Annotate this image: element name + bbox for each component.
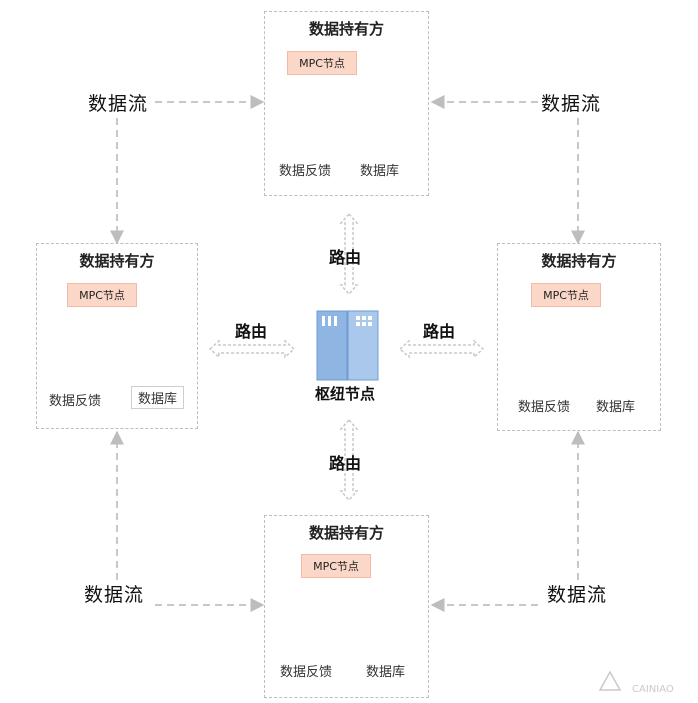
route-arrow-left <box>208 339 296 359</box>
data-flow-label-top-right: 数据流 <box>541 93 602 115</box>
data-feedback-label: 数据反馈 <box>279 164 332 179</box>
route-label-bottom: 路由 <box>329 454 362 473</box>
mpc-node-box: MPC节点 <box>301 554 371 578</box>
route-label-right: 路由 <box>423 322 456 341</box>
data-flow-label-bottom-left: 数据流 <box>84 584 145 606</box>
node-title: 数据持有方 <box>541 252 617 270</box>
route-arrow-bottom <box>339 418 359 502</box>
database-label: 数据库 <box>131 386 185 409</box>
data-feedback-label: 数据反馈 <box>49 394 102 409</box>
hub-node-label: 枢纽节点 <box>315 385 376 403</box>
data-holder-node-bottom: 数据持有方 MPC节点 数据反馈 数据库 <box>264 515 429 698</box>
route-arrow-top <box>339 212 359 296</box>
route-label-left: 路由 <box>235 322 268 341</box>
data-feedback-label: 数据反馈 <box>518 400 571 415</box>
route-label-top: 路由 <box>329 248 362 267</box>
data-flow-label-bottom-right: 数据流 <box>547 584 608 606</box>
route-arrow-right <box>398 339 485 359</box>
server-icon <box>316 310 379 381</box>
data-holder-node-top: 数据持有方 MPC节点 数据反馈 数据库 <box>264 11 429 196</box>
data-flow-label-top-left: 数据流 <box>88 93 149 115</box>
mpc-node-box: MPC节点 <box>531 283 601 307</box>
mpc-node-box: MPC节点 <box>67 283 137 307</box>
node-title: 数据持有方 <box>79 252 155 270</box>
node-title: 数据持有方 <box>308 20 384 38</box>
database-label: 数据库 <box>360 164 400 179</box>
data-holder-node-left: 数据持有方 MPC节点 数据反馈 数据库 <box>36 243 198 429</box>
node-title: 数据持有方 <box>308 524 384 542</box>
data-feedback-label: 数据反馈 <box>280 665 333 680</box>
data-holder-node-right: 数据持有方 MPC节点 数据反馈 数据库 <box>497 243 661 431</box>
watermark-text: CAINIAO <box>632 684 674 695</box>
database-label: 数据库 <box>596 400 636 415</box>
database-label: 数据库 <box>366 665 406 680</box>
watermark-logo <box>598 670 622 691</box>
mpc-node-box: MPC节点 <box>287 51 357 75</box>
